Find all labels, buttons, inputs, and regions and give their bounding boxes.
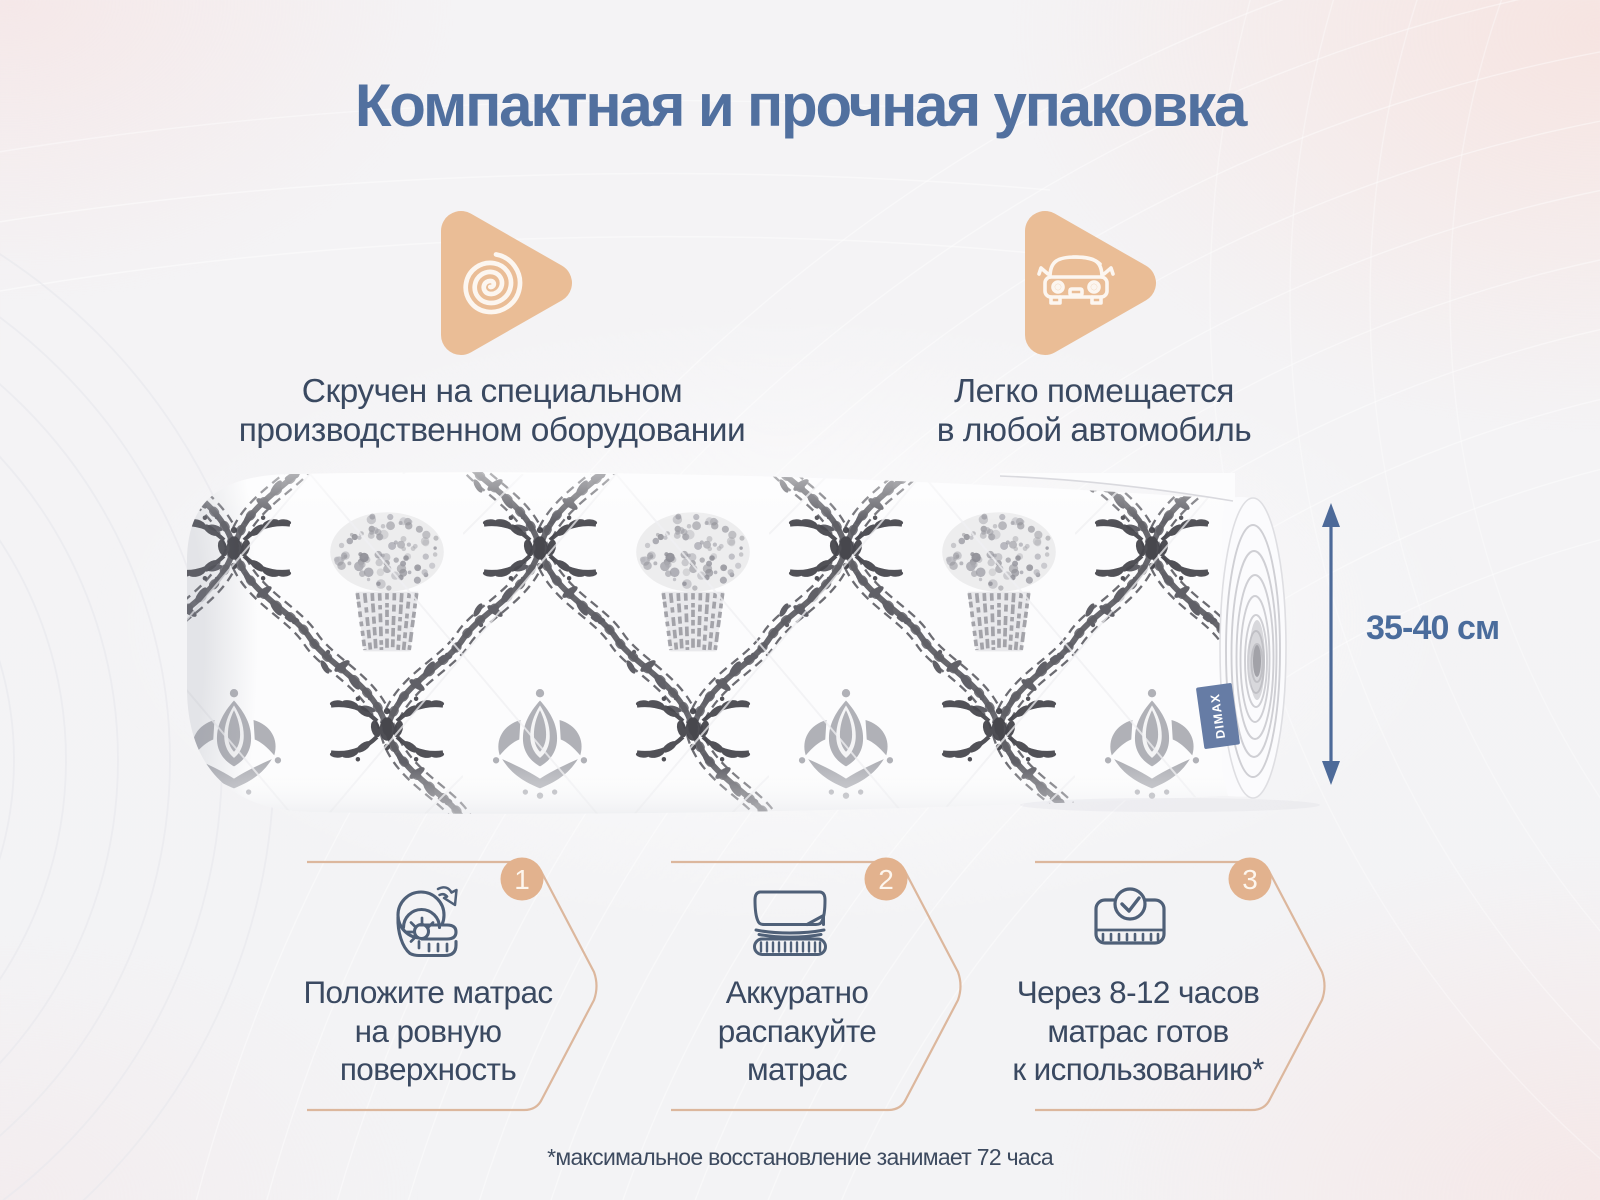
svg-text:2: 2: [878, 864, 894, 895]
svg-text:3: 3: [1242, 864, 1258, 895]
svg-text:1: 1: [514, 864, 530, 895]
svg-text:DIMAX: DIMAX: [1208, 692, 1228, 739]
